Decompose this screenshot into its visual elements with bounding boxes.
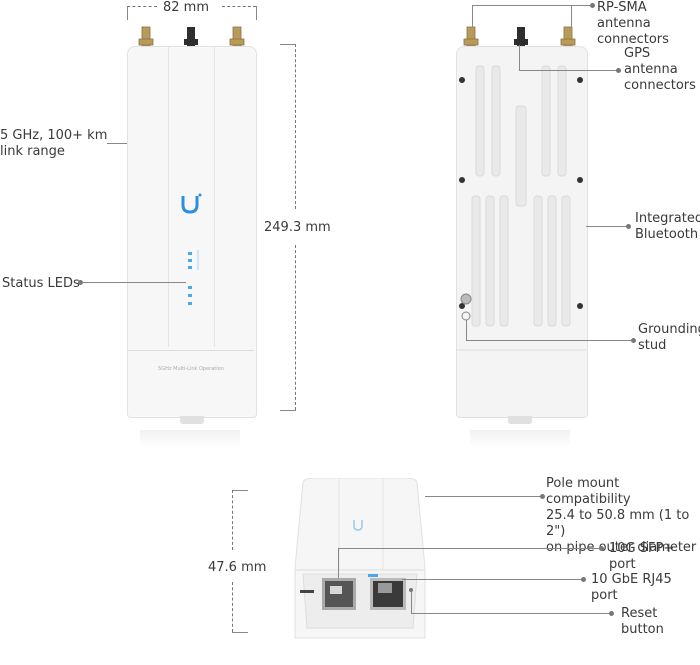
- dimension-width: 82 mm: [163, 0, 210, 15]
- bluetooth-label: Integrated Bluetooth: [635, 211, 700, 242]
- rj45-label: 10 GbE RJ45 port: [591, 572, 672, 603]
- front-housing: [127, 46, 257, 418]
- ubiquiti-logo-icon: [181, 193, 202, 214]
- front-panel-text: 5GHz Multi-Link Operation: [158, 366, 224, 372]
- bottom-housing: [294, 478, 426, 639]
- link-range-label: 5 GHz, 100+ km link range: [0, 128, 108, 159]
- reset-button[interactable]: [409, 588, 413, 592]
- antenna-connectors-back: [463, 26, 576, 48]
- sfp-label: 10G SFP+ port: [609, 541, 675, 572]
- grounding-label: Grounding stud: [638, 322, 700, 353]
- gps-label: GPS antenna connectors: [624, 46, 696, 93]
- sfp-port[interactable]: [322, 578, 356, 610]
- rj45-port[interactable]: [370, 578, 406, 610]
- dimension-depth: 47.6 mm: [208, 560, 267, 575]
- dimension-height: 249.3 mm: [264, 220, 331, 235]
- pole-mount-label: Pole mount compatibility 25.4 to 50.8 mm…: [546, 476, 697, 555]
- reset-label: Reset button: [621, 606, 664, 637]
- status-leds-label: Status LEDs: [2, 276, 80, 291]
- rp-sma-label: RP-SMA antenna connectors: [597, 0, 669, 47]
- mounting-ribs: [456, 65, 586, 351]
